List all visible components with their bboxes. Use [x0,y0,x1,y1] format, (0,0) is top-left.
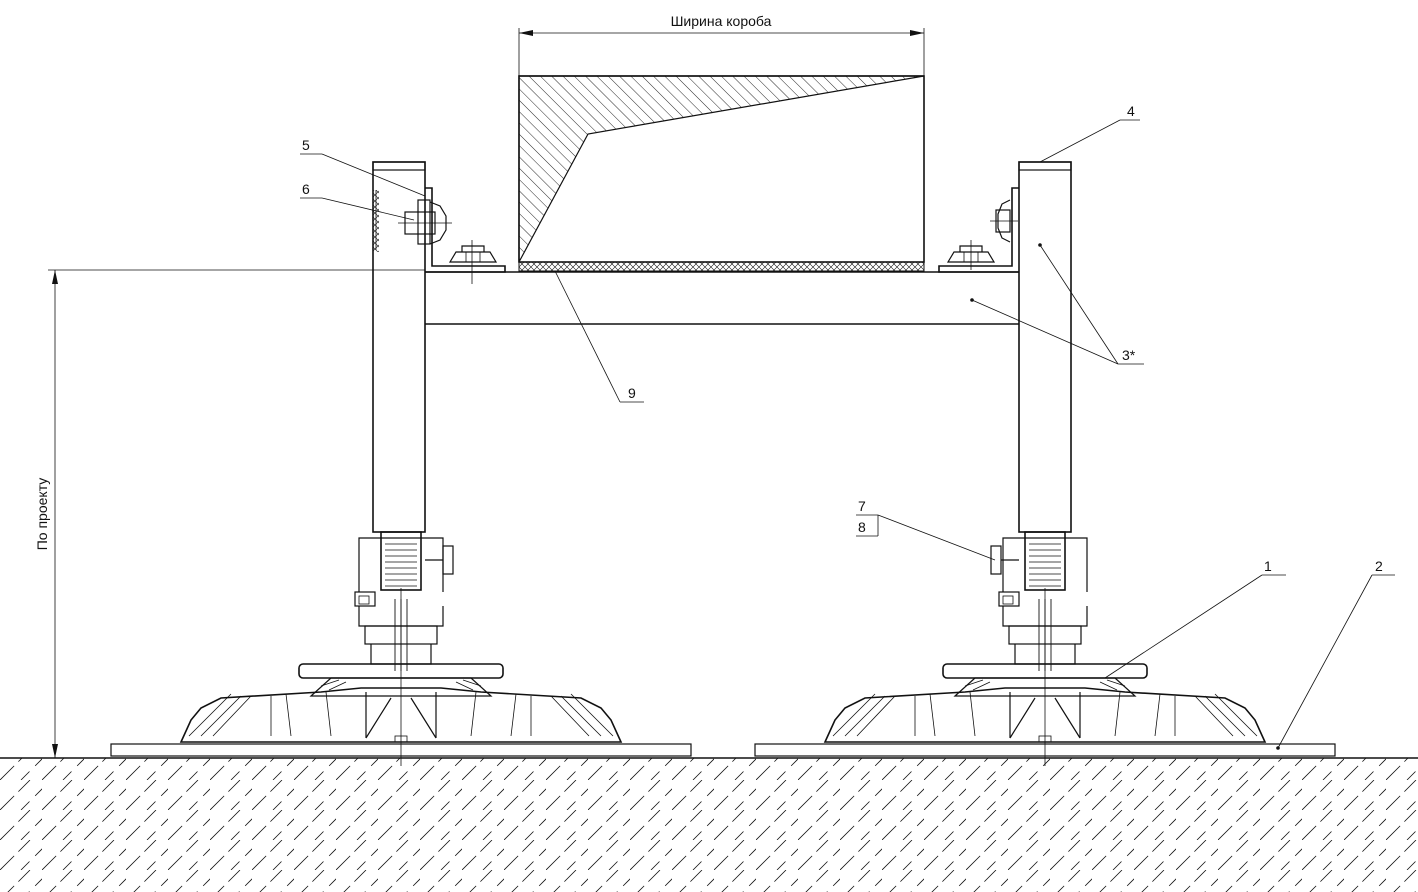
callout-5: 5 [302,137,310,153]
width-dimension: Ширина короба [518,13,925,76]
right-bracket [938,187,1019,273]
left-pedestal [110,531,692,767]
callout-leaders [300,119,1395,750]
right-side-bolt [990,545,1019,575]
right-pedestal [754,531,1336,767]
left-post [372,161,426,533]
right-post [1018,161,1072,533]
callout-1: 1 [1264,558,1272,574]
callout-7: 7 [858,498,866,514]
height-dimension: По проекту [34,269,425,758]
width-dimension-label: Ширина короба [671,13,772,29]
cross-beam [425,271,1019,325]
callout-6: 6 [302,181,310,197]
height-dimension-label: По проекту [34,478,50,551]
box-gasket [518,261,925,272]
callout-3: 3* [1122,347,1136,363]
callout-4: 4 [1127,103,1135,119]
callout-2: 2 [1375,558,1383,574]
cable-box [518,75,925,272]
left-bracket [398,187,506,284]
callout-8: 8 [858,519,866,535]
left-side-bolt [425,545,454,575]
callout-9: 9 [628,385,636,401]
ground-hatching [0,758,1418,892]
